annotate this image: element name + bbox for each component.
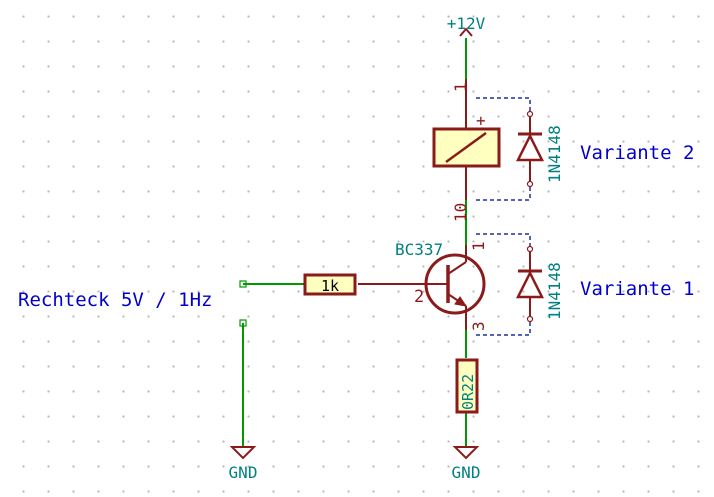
transistor-name: BC337 [395,240,443,259]
diode-variant-2: 1N4148 Variante 2 [476,97,694,201]
gnd-right-label: GND [452,463,481,482]
resistor-emitter: 0R22 [455,358,479,414]
vcc-arrow [459,27,473,37]
gnd-right: GND [452,446,481,482]
diode2-dash-bottom [476,186,531,201]
relay: + 1 10 [432,79,501,222]
wires [242,38,467,447]
transistor: BC337 2 1 3 [358,240,488,331]
diode1-variant-label: Variante 1 [580,278,694,300]
input-signal-label: Rechteck 5V / 1Hz [18,289,212,311]
gnd-left-label: GND [229,463,258,482]
input-terminal-top [239,280,247,288]
resistor-base-body [303,273,357,296]
relay-coil-slash [445,131,487,164]
transistor-pin-base: 2 [414,287,424,307]
diode1-dash-bottom [476,322,531,336]
resistor-emitter-body [455,358,479,414]
transistor-pin-emitter: 3 [469,321,488,331]
diode-variant-1: 1N4148 Variante 1 [476,233,694,336]
vcc-label: +12V [447,14,486,33]
gnd-left: GND [229,446,258,482]
diode2-variant-label: Variante 2 [580,142,694,164]
input-terminal-bottom [239,319,247,327]
gnd-right-symbol [452,446,480,460]
relay-plus-mark: + [476,111,486,130]
diode1-triangle [515,270,545,299]
resistor-base-value: 1k [321,277,339,295]
diode2-dash-top [476,97,531,112]
relay-pin-top-label: 1 [451,82,470,92]
relay-pin-bottom-label: 10 [451,203,470,222]
resistor-base: 1k [303,273,357,296]
resistor-emitter-value: 0R22 [459,374,477,410]
transistor-collector-diag [447,261,467,275]
diode1-value: 1N4148 [545,262,564,320]
diode2-value: 1N4148 [545,125,564,183]
vcc-symbol: +12V [447,14,486,37]
diode2-triangle [515,133,545,162]
transistor-pin-collector: 1 [469,241,488,251]
diode1-dash-top [476,233,531,246]
gnd-left-symbol [229,446,257,460]
transistor-emitter-arrow [454,296,468,307]
